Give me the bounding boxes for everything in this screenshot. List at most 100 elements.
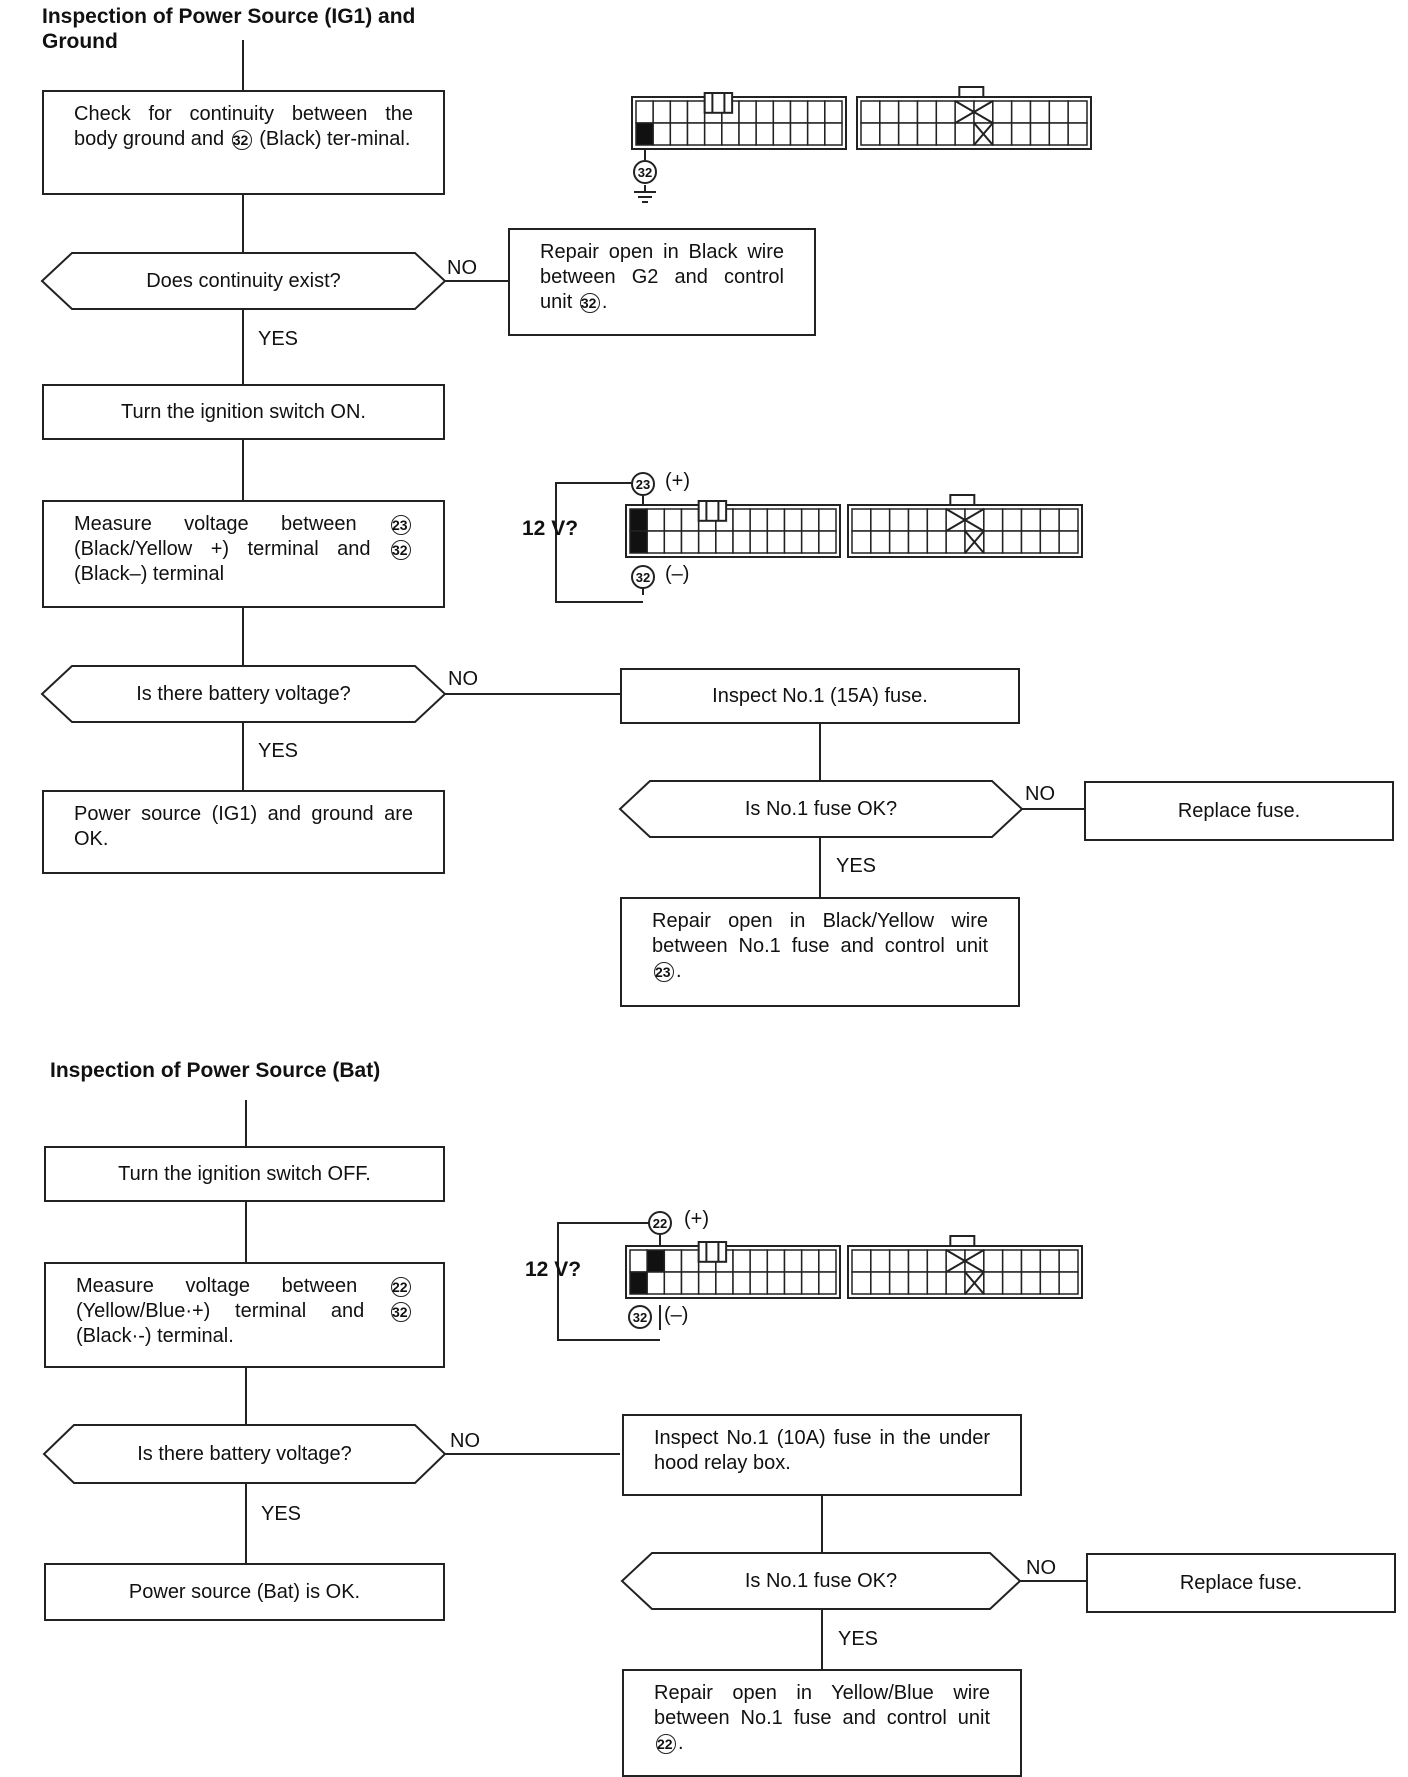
connector-cell bbox=[755, 100, 775, 124]
connector-cell bbox=[888, 1249, 910, 1273]
repair-black-wire-box: Repair open in Black wire between G2 and… bbox=[508, 228, 816, 336]
measure-voltage-box: Measure voltage between 23 (Black/Yellow… bbox=[42, 500, 445, 608]
connector-cell bbox=[646, 530, 666, 554]
negative-sign-bat: (–) bbox=[664, 1304, 689, 1326]
yes-label: YES bbox=[258, 740, 299, 762]
inspect-10a-fuse-box: Inspect No.1 (10A) fuse in the under hoo… bbox=[622, 1414, 1022, 1496]
terminal-number: 22 bbox=[390, 1276, 411, 1297]
step-text: (Black/Yellow +) terminal and bbox=[74, 538, 371, 560]
connector-cell bbox=[860, 100, 881, 124]
connector-cell bbox=[916, 100, 938, 124]
no-label: NO bbox=[450, 1430, 480, 1452]
connector-cell bbox=[749, 530, 769, 554]
connector-cell bbox=[945, 530, 966, 554]
connector-cell bbox=[789, 122, 809, 146]
repair-yellow-blue-box: Repair open in Yellow/Blue wire between … bbox=[622, 1669, 1022, 1777]
connector-cell bbox=[1048, 122, 1069, 146]
positive-terminal-marker: 23 bbox=[631, 472, 655, 496]
connector-cell bbox=[772, 122, 792, 146]
connector-cell bbox=[1010, 100, 1032, 124]
voltage-reading-label: 12 V? bbox=[522, 517, 579, 540]
inspect-15a-fuse-box: Inspect No.1 (15A) fuse. bbox=[620, 668, 1020, 724]
replace-fuse-box-bat: Replace fuse. bbox=[1086, 1553, 1396, 1613]
connector-cell bbox=[663, 530, 683, 554]
terminal-number: 22 bbox=[656, 1733, 676, 1754]
terminal-number: 32 bbox=[231, 129, 252, 150]
no-label: NO bbox=[447, 257, 477, 279]
connector-tab bbox=[949, 494, 976, 506]
connector-cell bbox=[669, 100, 689, 124]
step-text: Repair open in Black/Yellow wire between… bbox=[652, 910, 988, 957]
connector-cell bbox=[680, 1271, 700, 1295]
connector-cell bbox=[870, 1271, 891, 1295]
connector-cell bbox=[879, 100, 900, 124]
continuity-question: Does continuity exist? bbox=[146, 269, 341, 292]
connector-cell bbox=[824, 100, 843, 124]
connector-cell bbox=[715, 1271, 734, 1295]
connector-cell bbox=[1048, 100, 1069, 124]
connector-cell bbox=[983, 530, 1004, 554]
connector-key-notch bbox=[703, 92, 734, 114]
connector-cell bbox=[800, 508, 820, 532]
connector-cell bbox=[749, 508, 769, 532]
negative-terminal-marker: 32 bbox=[631, 565, 655, 589]
connector-cell bbox=[766, 508, 786, 532]
connector-cell bbox=[686, 122, 706, 146]
connector-cell bbox=[945, 508, 966, 532]
connector-x-mark bbox=[954, 100, 994, 124]
connector-cell bbox=[935, 100, 956, 124]
section-heading-bat: Inspection of Power Source (Bat) bbox=[50, 1059, 381, 1082]
step-text: . bbox=[678, 1732, 684, 1754]
replace-fuse-box: Replace fuse. bbox=[1084, 781, 1394, 841]
connector-cell bbox=[916, 122, 938, 146]
connector-cell bbox=[954, 122, 975, 146]
step-text: (Black) ter-minal. bbox=[259, 128, 411, 150]
connector-cell bbox=[1001, 508, 1023, 532]
connector-cell bbox=[772, 100, 792, 124]
connector-cell bbox=[907, 508, 929, 532]
measure-voltage-bat-box: Measure voltage between 22 (Yellow/Blue·… bbox=[44, 1262, 445, 1368]
connector-cell bbox=[851, 530, 872, 554]
connector-cell bbox=[652, 122, 672, 146]
connector-cell bbox=[964, 508, 985, 532]
connector-cell bbox=[983, 1271, 1004, 1295]
connector-cell bbox=[686, 100, 706, 124]
connector-cell bbox=[732, 1271, 751, 1295]
connector-cell bbox=[1039, 530, 1060, 554]
terminal-number: 23 bbox=[391, 514, 411, 535]
connector-cell bbox=[680, 530, 700, 554]
connector-cell bbox=[1020, 508, 1042, 532]
connector-cell bbox=[732, 508, 751, 532]
connector-cell bbox=[1020, 530, 1042, 554]
connector-cell bbox=[888, 1271, 910, 1295]
no-label: NO bbox=[1025, 783, 1055, 805]
connector-cell bbox=[992, 122, 1013, 146]
connector-cell bbox=[1039, 1249, 1060, 1273]
connector-cell bbox=[783, 530, 803, 554]
connector-cell bbox=[806, 100, 826, 124]
ground-terminal-marker: 32 bbox=[633, 160, 657, 184]
yes-label: YES bbox=[258, 328, 299, 350]
connector-cell bbox=[629, 1249, 648, 1273]
connector-cell bbox=[1039, 508, 1060, 532]
step-text: Measure voltage between bbox=[76, 1275, 358, 1297]
connector-cell bbox=[907, 1271, 929, 1295]
connector-cell bbox=[897, 100, 919, 124]
negative-sign: (–) bbox=[665, 563, 690, 585]
connector-cell bbox=[749, 1249, 769, 1273]
connector-cell bbox=[783, 508, 803, 532]
connector-cell bbox=[897, 122, 919, 146]
connector-cell bbox=[783, 1249, 803, 1273]
connector-cell bbox=[738, 100, 757, 124]
check-continuity-box: Check for continuity between the body gr… bbox=[42, 90, 445, 195]
step-text: Measure voltage between bbox=[74, 513, 357, 535]
connector-cell bbox=[926, 1271, 947, 1295]
connector-cell bbox=[652, 100, 672, 124]
connector-cell bbox=[860, 122, 881, 146]
connector-cell bbox=[945, 1271, 966, 1295]
connector-cell bbox=[1001, 530, 1023, 554]
yes-label: YES bbox=[836, 855, 877, 877]
connector-cell bbox=[806, 122, 826, 146]
terminal-number: 23 bbox=[654, 961, 674, 982]
connector-cell bbox=[1039, 1271, 1060, 1295]
